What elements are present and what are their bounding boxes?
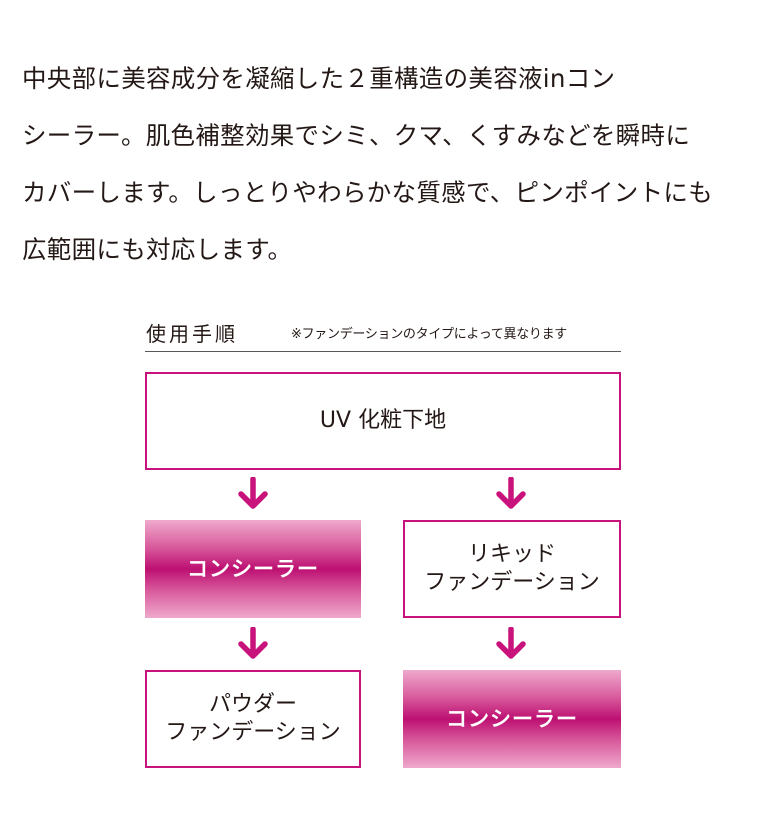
step-label: コンシーラー — [446, 707, 578, 731]
description-line: シーラー。肌色補整効果でシミ、クマ、くすみなどを瞬時に — [22, 121, 691, 150]
usage-header: 使用手順 ※ファンデーションのタイプによって異なります — [145, 318, 621, 352]
usage-title: 使用手順 — [146, 322, 238, 346]
step-powder-foundation: パウダー ファンデーション — [145, 670, 361, 768]
arrow-down-icon — [496, 627, 526, 659]
step-label: UV 化粧下地 — [319, 408, 447, 433]
arrow-down-icon — [496, 477, 526, 509]
usage-note: ※ファンデーションのタイプによって異なります — [291, 327, 567, 342]
description-line: 中央部に美容成分を凝縮した２重構造の美容液inコン — [22, 64, 616, 93]
arrow-down-icon — [238, 477, 268, 509]
description-line: カバーします。しっとりやわらかな質感で、ピンポイントにも — [22, 178, 713, 207]
step-label: リキッド — [467, 542, 556, 567]
product-description: 中央部に美容成分を凝縮した２重構造の美容液inコン シーラー。肌色補整効果でシミ… — [22, 50, 748, 278]
step-concealer-left: コンシーラー — [145, 520, 361, 618]
step-liquid-foundation: リキッド ファンデーション — [403, 520, 621, 618]
description-line: 広範囲にも対応します。 — [22, 235, 293, 264]
step-label: ファンデーション — [424, 570, 600, 595]
step-concealer-right: コンシーラー — [403, 670, 621, 768]
step-label: コンシーラー — [187, 557, 319, 581]
step-label: パウダー — [208, 692, 297, 717]
step-label: ファンデーション — [165, 720, 341, 745]
step-uv-base: UV 化粧下地 — [145, 372, 621, 470]
arrow-down-icon — [238, 627, 268, 659]
